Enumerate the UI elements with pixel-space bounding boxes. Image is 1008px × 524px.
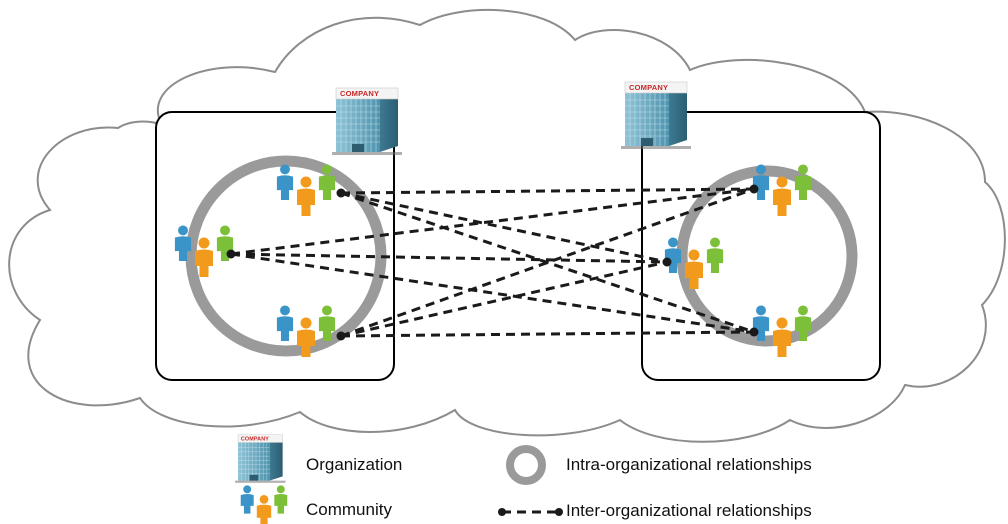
link-endpoint-r3 — [749, 327, 759, 337]
link-endpoint-r1 — [749, 184, 759, 194]
link-endpoint-r2 — [662, 257, 672, 267]
inter-links — [230, 187, 755, 338]
link-endpoint-l1 — [336, 188, 346, 198]
svg-text:COMPANY: COMPANY — [340, 89, 379, 98]
company-building-icon: COMPANY — [234, 434, 286, 484]
legend-intra-label: Intra-organizational relationships — [566, 455, 812, 474]
company-building-icon: COMPANY — [331, 87, 403, 156]
company-building-icon: COMPANY — [620, 81, 692, 150]
inter-link-l3-r2 — [340, 260, 668, 338]
inter-link-l2-r2 — [230, 252, 668, 264]
legend-organization: COMPANY Organization — [234, 434, 402, 484]
legend: COMPANY Organization Community Intra-org… — [234, 434, 812, 524]
intra-ring-right — [676, 165, 858, 347]
svg-text:COMPANY: COMPANY — [241, 436, 269, 442]
link-endpoint-l2 — [226, 249, 236, 259]
inter-link-l1-r3 — [340, 191, 755, 334]
gray-ring-icon — [506, 445, 546, 485]
dashed-link-icon — [498, 508, 563, 516]
people-group-icon — [241, 485, 288, 524]
inter-link-l2-r1 — [230, 187, 755, 256]
legend-inter-label: Inter-organizational relationships — [566, 501, 812, 520]
inter-link-l1-r1 — [340, 187, 755, 195]
legend-intra: Intra-organizational relationships — [506, 445, 812, 485]
inter-link-l1-r2 — [340, 191, 668, 264]
legend-organization-label: Organization — [306, 455, 402, 474]
link-endpoint-l3 — [336, 331, 346, 341]
inter-link-l2-r3 — [230, 252, 755, 334]
link-endpoints — [226, 184, 759, 341]
svg-text:COMPANY: COMPANY — [629, 83, 668, 92]
inter-link-l3-r3 — [340, 330, 755, 338]
legend-community: Community — [241, 485, 392, 524]
legend-community-label: Community — [306, 500, 392, 519]
legend-inter: Inter-organizational relationships — [498, 501, 812, 520]
inter-link-l3-r1 — [340, 187, 755, 338]
